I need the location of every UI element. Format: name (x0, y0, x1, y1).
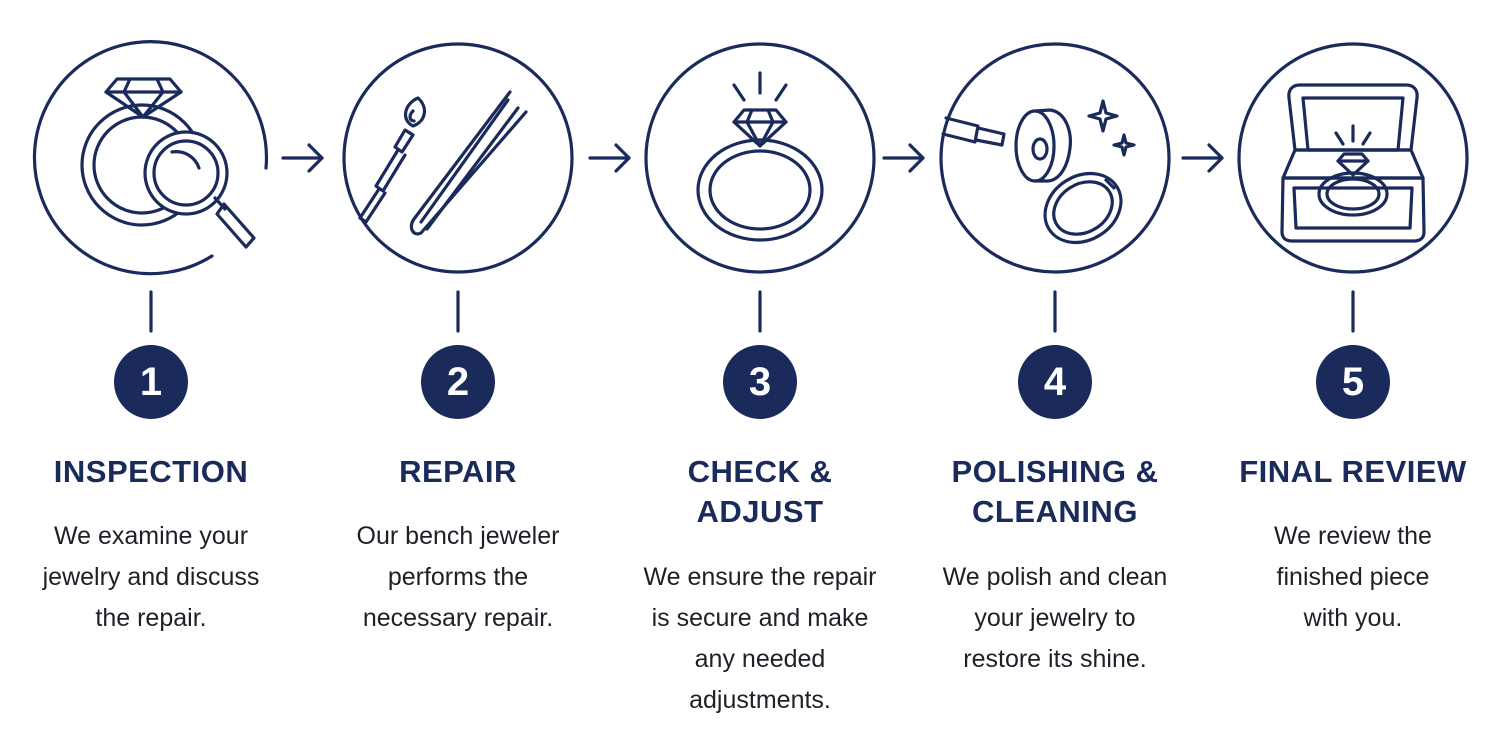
step-title: INSPECTION (1, 452, 301, 492)
description-line: We ensure the repair (643, 563, 877, 591)
description-line: We examine your (53, 522, 249, 550)
step-1-icon-circle (32, 40, 269, 276)
step-title-line: REPAIR (399, 454, 517, 489)
step-title-line: ADJUST (696, 494, 824, 529)
diamond-ring-icon (696, 71, 824, 242)
torch-tweezers-icon (358, 90, 528, 236)
step-title-line: INSPECTION (53, 454, 249, 489)
arrow-right-icon (1181, 143, 1224, 173)
description-line: We polish and clean (942, 563, 1168, 591)
step-title-line: CHECK & (687, 454, 833, 489)
step-3: 3 CHECK & ADJUST We ensure the repair is… (610, 0, 910, 753)
description-line: any needed (694, 645, 826, 673)
step-title: REPAIR (308, 452, 608, 492)
step-description: Our bench jeweler performs the necessary… (308, 516, 608, 639)
ring-magnifier-icon (80, 77, 256, 249)
description-line: adjustments. (689, 686, 831, 714)
step-title-line: POLISHING & (951, 454, 1159, 489)
step-number-badge: 5 (1316, 345, 1390, 419)
step-5-icon-circle (1237, 42, 1469, 274)
ring-box-icon (1280, 83, 1426, 243)
step-2: 2 REPAIR Our bench jeweler performs the … (308, 0, 608, 753)
arrow-right-icon (882, 143, 925, 173)
step-number-badge: 3 (723, 345, 797, 419)
description-line: the repair. (95, 604, 207, 632)
step-description: We examine your jewelry and discuss the … (1, 516, 301, 639)
description-line: finished piece (1276, 563, 1430, 591)
step-1: 1 INSPECTION We examine your jewelry and… (1, 0, 301, 753)
step-number-badge: 2 (421, 345, 495, 419)
step-4-icon-circle (939, 42, 1171, 274)
description-line: is secure and make (651, 604, 869, 632)
arrow-right-icon (281, 143, 324, 173)
step-4: 4 POLISHING & CLEANING We polish and cle… (905, 0, 1205, 753)
step-title: FINAL REVIEW (1203, 452, 1503, 492)
step-description: We polish and clean your jewelry to rest… (905, 557, 1205, 680)
polishing-wheel-icon (941, 99, 1136, 245)
description-line: We review the (1274, 522, 1432, 550)
step-5: 5 FINAL REVIEW We review the finished pi… (1203, 0, 1503, 753)
step-title: CHECK & ADJUST (610, 452, 910, 532)
description-line: with you. (1303, 604, 1403, 632)
description-line: your jewelry to (974, 604, 1136, 632)
step-number-badge: 1 (114, 345, 188, 419)
step-title-line: CLEANING (972, 494, 1138, 529)
description-line: performs the (387, 563, 529, 591)
step-description: We ensure the repair is secure and make … (610, 557, 910, 721)
step-title-line: FINAL REVIEW (1239, 454, 1467, 489)
step-3-icon-circle (644, 42, 876, 274)
step-description: We review the finished piece with you. (1203, 516, 1503, 639)
arrow-right-icon (588, 143, 631, 173)
step-2-icon-circle (342, 42, 574, 274)
step-title: POLISHING & CLEANING (905, 452, 1205, 532)
description-line: jewelry and discuss (42, 563, 260, 591)
description-line: Our bench jeweler (356, 522, 560, 550)
step-number-badge: 4 (1018, 345, 1092, 419)
description-line: necessary repair. (362, 604, 554, 632)
description-line: restore its shine. (963, 645, 1147, 673)
